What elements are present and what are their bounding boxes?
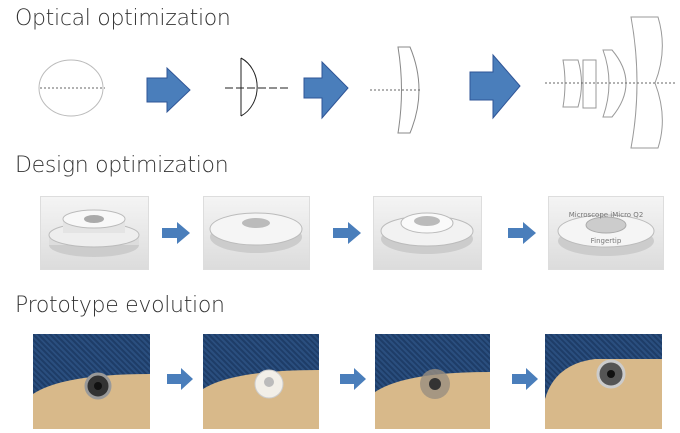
arrow-icon bbox=[333, 222, 361, 244]
design-render-2 bbox=[203, 196, 310, 270]
prototype-arrows bbox=[167, 368, 538, 390]
section-title-prototype: Prototype evolution bbox=[15, 293, 225, 318]
arrow-icon bbox=[340, 368, 366, 390]
engraving-bottom: Fingertip bbox=[591, 237, 622, 245]
prototype-photo-1 bbox=[33, 334, 150, 429]
arrow-icon bbox=[508, 222, 536, 244]
section-title-design: Design optimization bbox=[15, 153, 229, 178]
arrow-icon bbox=[303, 60, 349, 120]
aspheric-lens bbox=[370, 46, 420, 134]
design-render-4: Microscope iMicro Q2 Fingertip bbox=[548, 196, 664, 270]
prototype-photo-3 bbox=[375, 334, 490, 429]
design-render-1 bbox=[40, 196, 149, 270]
section-title-optical: Optical optimization bbox=[15, 6, 231, 31]
arrow-icon bbox=[167, 368, 193, 390]
design-arrows bbox=[162, 222, 536, 244]
arrow-icon bbox=[146, 66, 191, 114]
prototype-photo-4 bbox=[545, 334, 662, 429]
engraving-top: Microscope iMicro Q2 bbox=[569, 211, 644, 219]
optical-row bbox=[38, 16, 675, 149]
arrow-icon bbox=[162, 222, 190, 244]
design-render-3 bbox=[373, 196, 482, 270]
ball-lens bbox=[38, 59, 105, 117]
multi-element-lens bbox=[545, 16, 675, 149]
arrow-icon bbox=[469, 53, 521, 120]
hemisphere-lens bbox=[225, 57, 290, 117]
prototype-photo-2 bbox=[203, 334, 319, 429]
arrow-icon bbox=[512, 368, 538, 390]
